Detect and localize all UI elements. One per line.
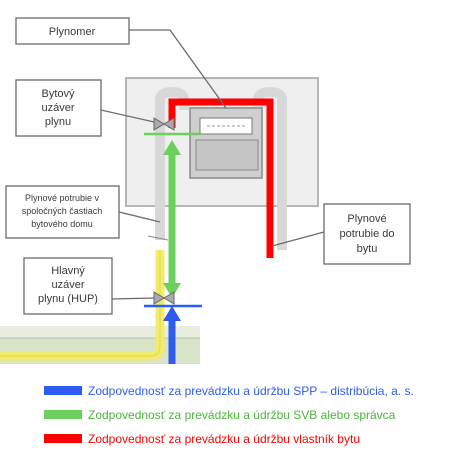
potrubie-bytu-box [323, 203, 411, 265]
potrubie-spolocne-line3: bytového domu [31, 219, 93, 229]
plynomer-label-box [15, 17, 130, 45]
gas-meter-icon [189, 107, 263, 179]
legend-swatch-blue [44, 386, 82, 395]
hup-box [23, 257, 113, 315]
legend-swatch-green [44, 410, 82, 419]
potrubie-bytu-line3: bytu [357, 243, 378, 255]
bytovy-uzaver-box [15, 79, 102, 137]
potrubie-bytu-line2: potrubie do [339, 228, 394, 240]
potrubie-spolocne-line1: Plynové potrubie v [25, 193, 100, 203]
legend: Zodpovednosť za prevádzku a údržbu SPP –… [44, 384, 414, 446]
legend-text-blue: Zodpovednosť za prevádzku a údržbu SPP –… [88, 384, 414, 398]
legend-text-green: Zodpovednosť za prevádzku a údržbu SVB a… [88, 408, 396, 422]
hup-line2: uzáver [51, 279, 84, 291]
legend-swatch-red [44, 434, 82, 443]
hup-line1: Hlavný [51, 265, 85, 277]
bytovy-uzaver-line1: Bytový [41, 88, 75, 100]
potrubie-bytu-line1: Plynové [347, 213, 386, 225]
valve-icon [153, 117, 175, 131]
potrubie-spolocne-line2: spoločných častiach [22, 206, 103, 216]
plynomer-label: Plynomer [49, 26, 96, 38]
bytovy-uzaver-line2: uzáver [41, 102, 74, 114]
legend-text-red: Zodpovednosť za prevádzku a údržbu vlast… [88, 432, 360, 446]
potrubie-spolocne-box [5, 185, 120, 239]
hup-line3: plynu (HUP) [38, 293, 98, 305]
bytovy-uzaver-line3: plynu [45, 116, 71, 128]
